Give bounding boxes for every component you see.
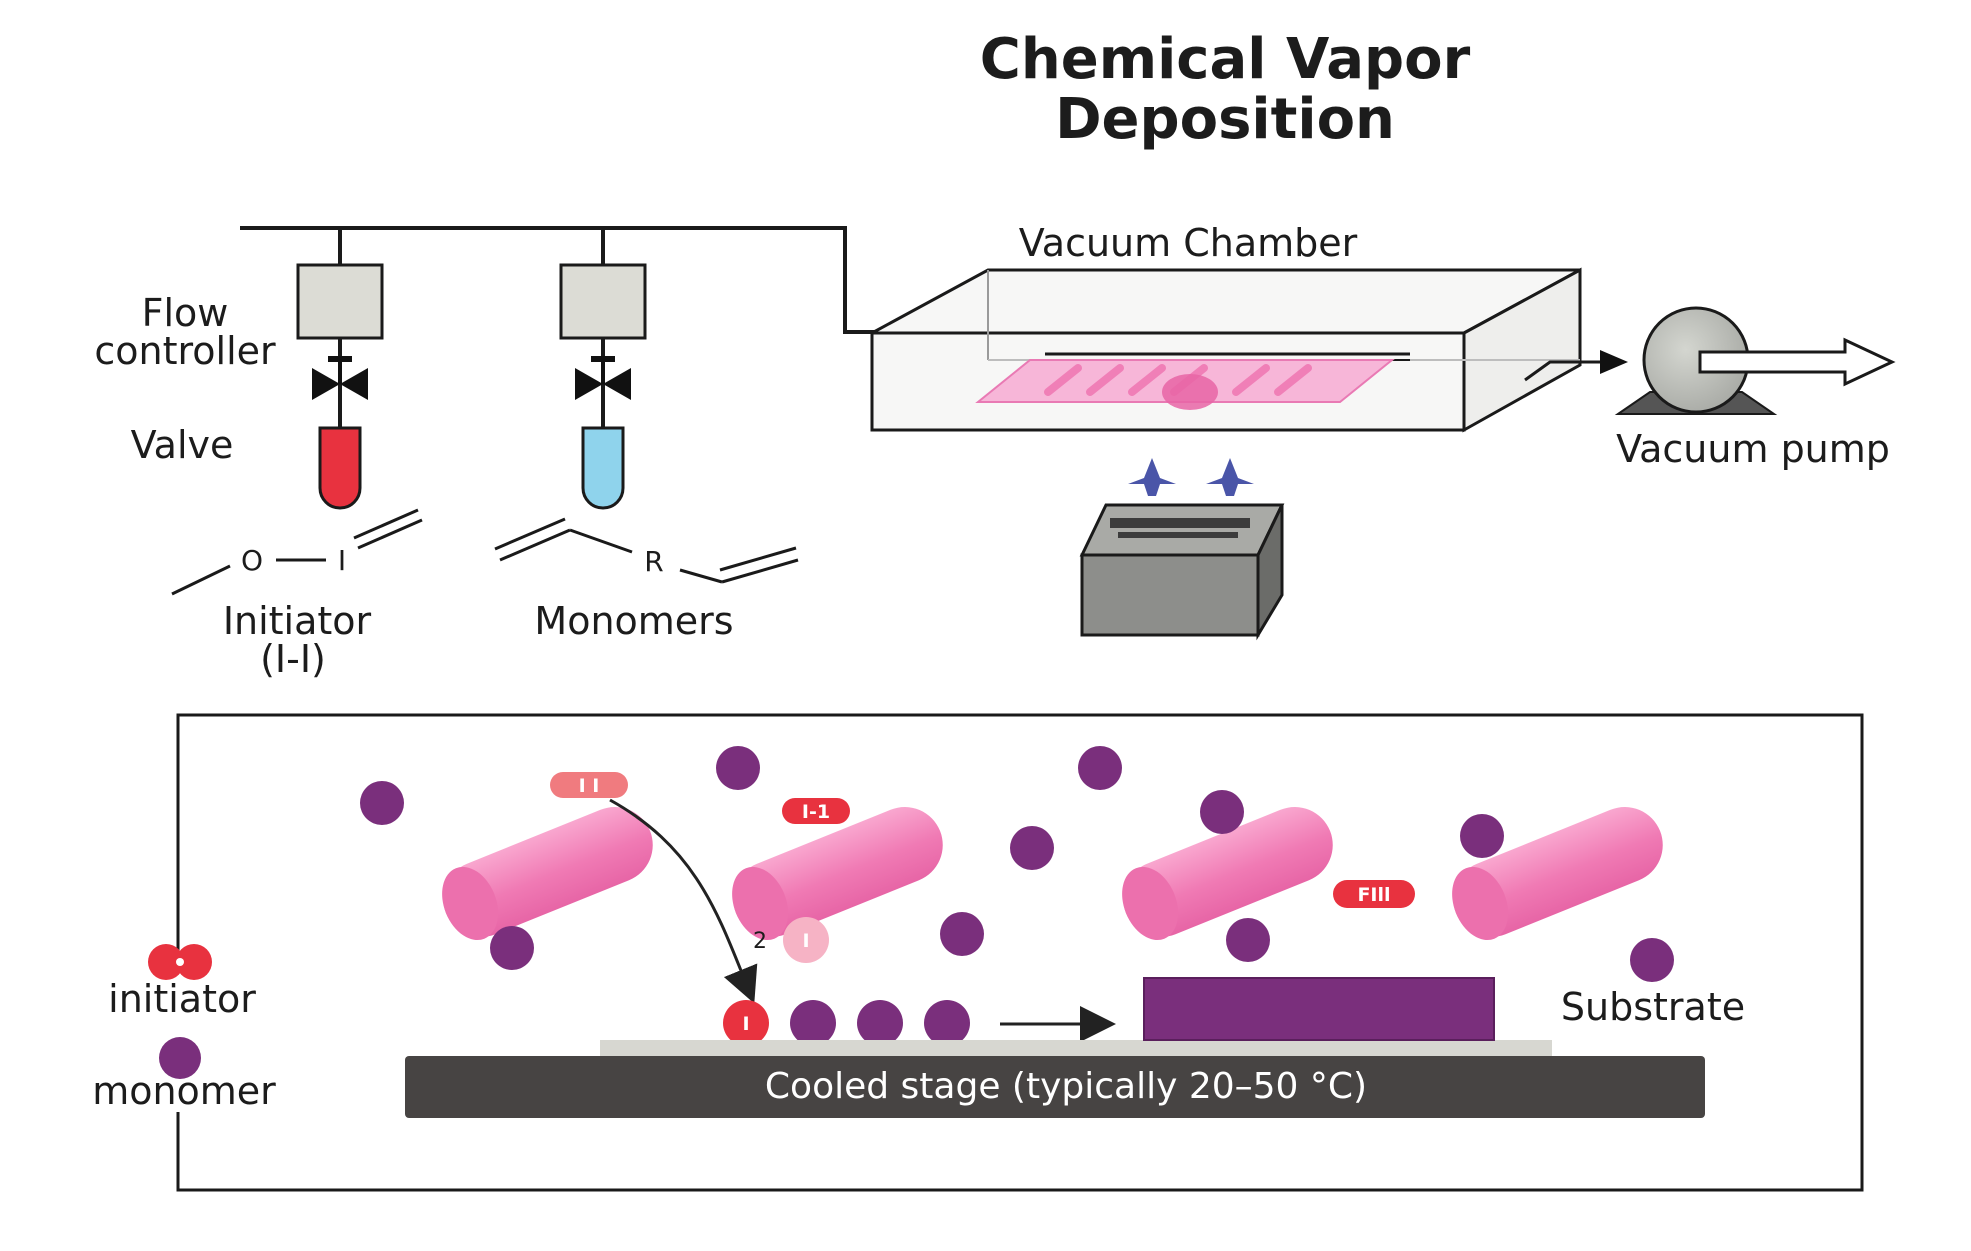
initiator-formula: (I-I) — [260, 637, 326, 681]
initiator-label: Initiator — [223, 599, 372, 643]
polymer-film — [1143, 977, 1495, 1041]
flow-controller-initiator — [296, 263, 384, 340]
particle-i-light-label: I — [802, 930, 809, 952]
monomer-particle — [490, 926, 534, 970]
monomer-particle — [1226, 918, 1270, 962]
heat-arrows — [1128, 458, 1254, 496]
monomer-particle — [1630, 938, 1674, 982]
polymer-cylinder — [1452, 807, 1663, 941]
polymer-cylinder — [1122, 807, 1333, 941]
monomer-structure — [494, 517, 799, 584]
vacuum-pump — [1614, 306, 1896, 415]
pump-inlet-arrow — [1600, 350, 1628, 374]
surface-monomer — [857, 1000, 903, 1046]
legend-monomer-label: monomer — [92, 1069, 276, 1113]
polymer-cylinder — [732, 807, 943, 941]
polymer-cylinders — [442, 807, 1663, 941]
initiator-particle-fill: FIll — [1333, 880, 1415, 908]
initiator-atom-i: I — [338, 544, 346, 577]
title-line-1: Chemical Vapor — [980, 27, 1471, 92]
initiator-atom-o: O — [241, 544, 263, 577]
particle-fill-label: FIll — [1357, 884, 1390, 906]
cooled-stage — [405, 1056, 1705, 1118]
title-line-2: Deposition — [1055, 87, 1395, 152]
cooled-stage-label: Cooled stage (typically 20–50 °C) — [765, 1066, 1367, 1107]
surface-monomer — [924, 1000, 970, 1046]
initiator-source-tube — [318, 426, 362, 510]
legend-initiator-swatch — [148, 944, 212, 980]
initiator-particle-pair: I I — [550, 772, 628, 798]
flow-controller-monomer — [559, 263, 647, 340]
substrate-label: Substrate — [1561, 985, 1745, 1029]
monomer-particle — [1078, 746, 1122, 790]
legend-monomer-swatch — [159, 1037, 201, 1079]
valve-monomer — [575, 356, 631, 400]
initiator-radical-light — [783, 917, 829, 963]
monomer-particle — [360, 781, 404, 825]
heater-unit — [1079, 503, 1285, 641]
particle-i-1-label: I-1 — [802, 801, 830, 823]
monomer-particle — [1460, 814, 1504, 858]
detail-panel — [176, 713, 1864, 1192]
monomer-source-tube — [581, 426, 625, 510]
initiator-structure — [171, 508, 423, 596]
flow-controller-label-line-2: controller — [94, 329, 276, 373]
coefficient-2: 2 — [753, 929, 767, 954]
vacuum-chamber-label: Vacuum Chamber — [1019, 221, 1358, 265]
particle-i-i-label: I I — [579, 775, 600, 797]
vacuum-pump-label: Vacuum pump — [1616, 427, 1890, 471]
monomer-particle — [1200, 790, 1244, 834]
initiator-particle-i1: I-1 — [782, 798, 850, 824]
monomer-particles — [360, 746, 1674, 982]
valve-initiator — [312, 356, 368, 400]
monomer-atom-r: R — [644, 545, 663, 578]
monomers-label: Monomers — [534, 599, 733, 643]
surface-initiator — [723, 1000, 769, 1046]
particle-i-surface-label: I — [742, 1013, 749, 1035]
substrate-base — [600, 1040, 1552, 1056]
vacuum-chamber — [870, 267, 1582, 433]
flow-controller-label-line-1: Flow — [142, 291, 229, 335]
pump-line — [1524, 360, 1610, 382]
valve-label: Valve — [131, 423, 234, 467]
polymer-cylinder — [442, 807, 653, 941]
monomer-particle — [716, 746, 760, 790]
monomer-particle — [1010, 826, 1054, 870]
legend-initiator-label: initiator — [108, 977, 256, 1021]
surface-monomer — [790, 1000, 836, 1046]
dissociation-arrow — [609, 798, 758, 1004]
monomer-particle — [940, 912, 984, 956]
